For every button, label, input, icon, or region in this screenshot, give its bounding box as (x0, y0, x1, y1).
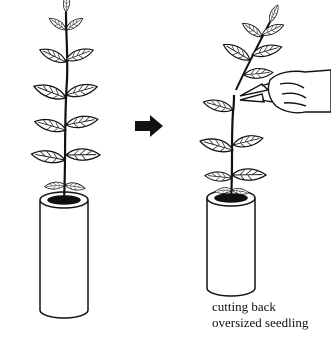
caption-line-2: oversized seedling (212, 315, 331, 331)
right-arrow-icon (135, 115, 163, 137)
caption-line-1: cutting back (212, 299, 331, 315)
right-pot (207, 190, 255, 296)
left-stem (64, 12, 67, 200)
oversized-seedling (31, 0, 101, 318)
figure-caption: cutting back oversized seedling (212, 299, 331, 331)
pruned-seedling (199, 4, 331, 296)
hand-icon (268, 70, 331, 113)
left-pot (40, 192, 88, 318)
